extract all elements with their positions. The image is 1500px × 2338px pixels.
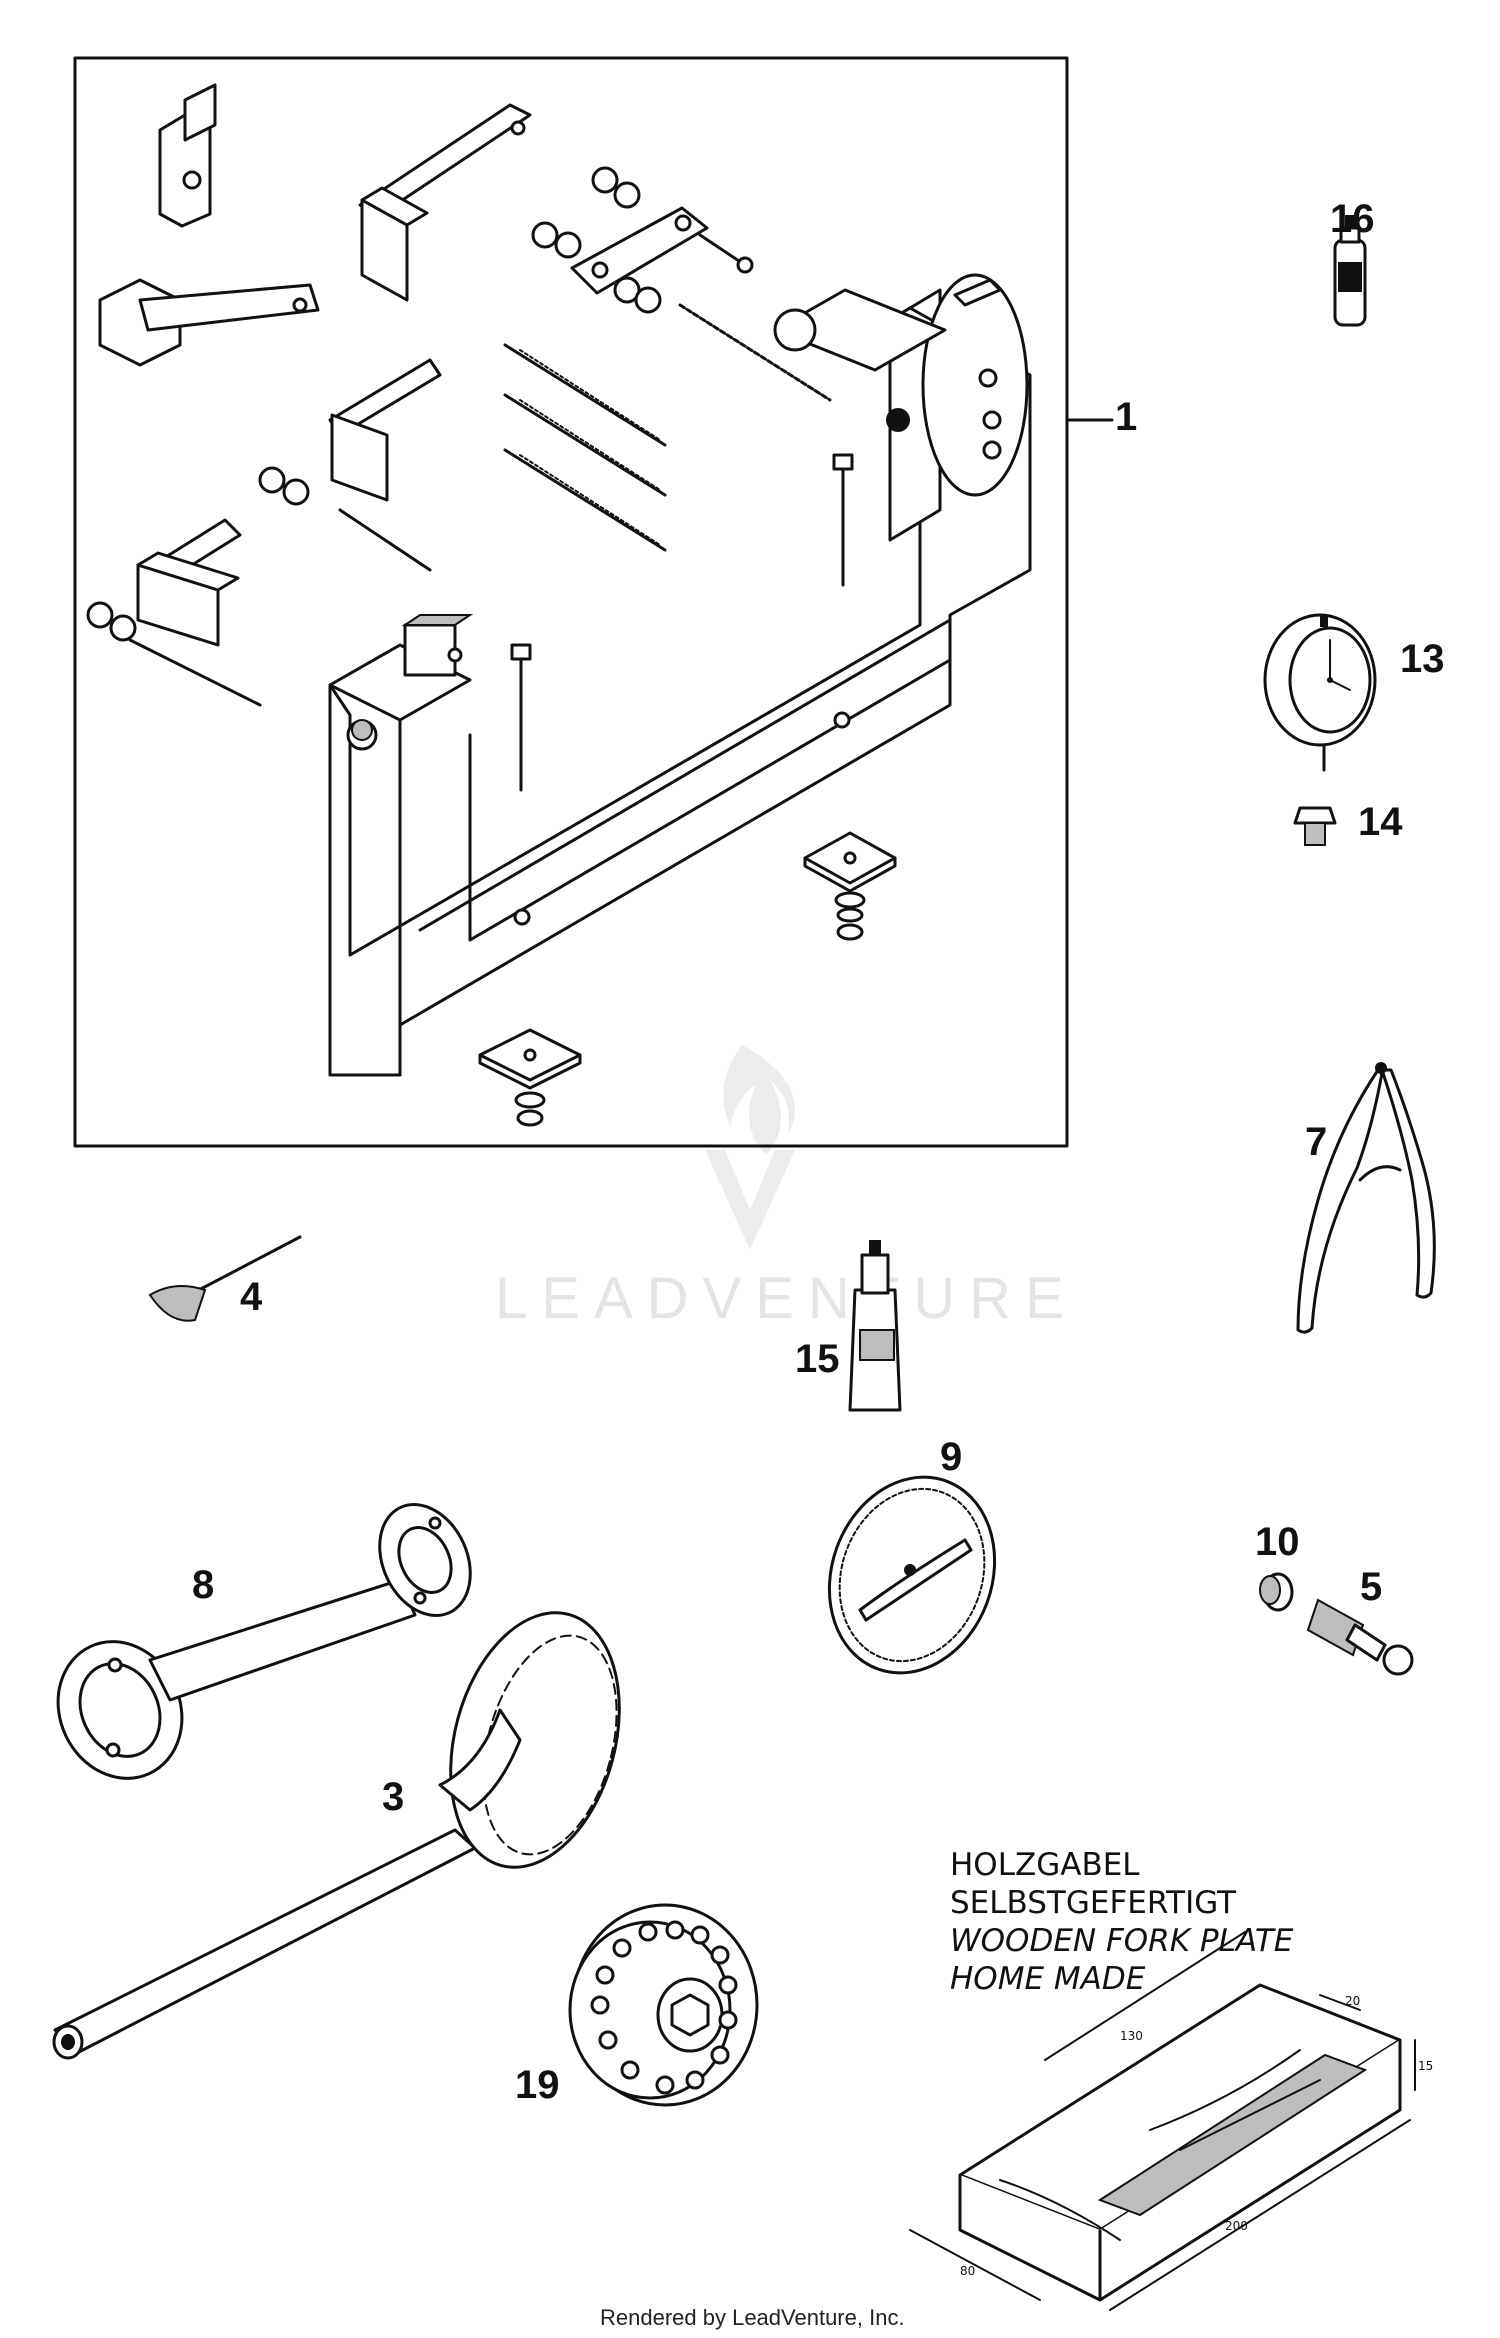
wooden-block-drawing: 130 20 15 200 80 [909, 1931, 1433, 2311]
note-line-3: WOODEN FORK PLATE [950, 1923, 1294, 1959]
engine-stand-kit [73, 56, 1114, 1148]
callout-5: 5 [1360, 1565, 1382, 1609]
part-5-puller [1306, 1598, 1414, 1676]
kit-border [73, 56, 1069, 1148]
part-3-clutch-holder [52, 1611, 621, 2060]
leadventure-watermark: LEADVENTURE [495, 1045, 1078, 1331]
callout-14: 14 [1358, 800, 1403, 844]
part-13-dial-gauge [1263, 613, 1377, 772]
callout-10: 10 [1255, 1520, 1300, 1564]
callout-16: 16 [1330, 197, 1375, 241]
dim-200: 200 [1225, 2219, 1248, 2233]
part-19-flywheel [568, 1903, 759, 2107]
note-line-2: SELBSTGEFERTIGT [950, 1885, 1237, 1921]
callout-15: 15 [795, 1337, 840, 1381]
dim-80: 80 [960, 2264, 975, 2278]
callout-7: 7 [1305, 1120, 1327, 1164]
callout-13: 13 [1400, 637, 1445, 681]
note-line-4: HOME MADE [950, 1961, 1146, 1997]
part-8-pin-wrench [56, 1503, 472, 1780]
callout-3: 3 [382, 1775, 404, 1819]
callout-8: 8 [192, 1563, 214, 1607]
dim-20: 20 [1345, 1994, 1360, 2008]
part-16-loctite [1333, 215, 1367, 327]
dim-130: 130 [1120, 2029, 1143, 2043]
part-7-circlip-pliers [1296, 1062, 1436, 1334]
watermark-text: LEADVENTURE [495, 1266, 1078, 1331]
nut-group [86, 166, 662, 642]
footer-credit: Rendered by LeadVenture, Inc. [600, 2305, 905, 2330]
threaded-rods [519, 349, 661, 546]
part-9-holding-disc [827, 1475, 997, 1675]
callout-1: 1 [1115, 395, 1137, 439]
callout-4: 4 [240, 1275, 263, 1319]
pulley-holes [590, 1920, 738, 2095]
wooden-fork-plate-note: HOLZGABEL SELBSTGEFERTIGT WOODEN FORK PL… [950, 1847, 1294, 1997]
callout-9: 9 [940, 1435, 962, 1479]
part-10-bush [1259, 1572, 1294, 1612]
callout-19: 19 [515, 2063, 560, 2107]
part-4-tool [148, 1235, 302, 1322]
dim-15: 15 [1418, 2059, 1433, 2073]
part-14-adapter [1293, 806, 1337, 846]
note-line-1: HOLZGABEL [950, 1847, 1140, 1883]
part-15-grease-tube [848, 1240, 902, 1412]
